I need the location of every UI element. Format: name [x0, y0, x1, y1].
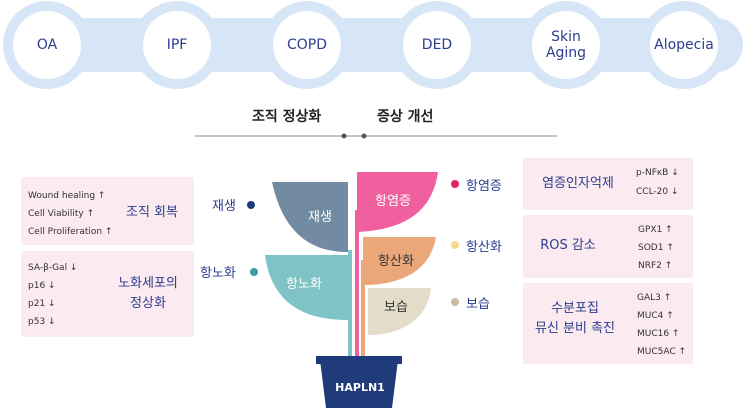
disease-label-oa: OA [36, 37, 58, 53]
inflammation-item-ccl-20: CCL-20 ↓ [636, 187, 679, 197]
leaf-anti-inflammation [357, 172, 438, 232]
ros-item-sod1: SOD1 ↑ [638, 243, 674, 253]
disease-label-ded: DED [421, 37, 453, 53]
senescence-item-p21: p21 ↓ [28, 299, 56, 309]
senescence-title: 노화세포의 정상화 [118, 276, 178, 311]
leaf-moisturizing [368, 288, 431, 335]
dot-antioxidation [451, 241, 459, 249]
leaf-antioxidation [363, 237, 436, 285]
tissue-item-wound-healing: Wound healing ↑ [28, 191, 106, 201]
moisture-box [523, 283, 693, 364]
pot [320, 360, 398, 408]
ros-item-nrf2: NRF2 ↑ [638, 261, 673, 271]
leaf-label-anti-inflammation: 항염증 [375, 194, 411, 209]
senescence-item-sa-b-gal: SA-β-Gal ↓ [28, 263, 78, 273]
side-label-anti-inflammation: 항염증 [466, 179, 502, 194]
side-label-antioxidation: 항산화 [466, 240, 502, 255]
inflammation-item-p-nfkb: p-NFκB ↓ [636, 168, 679, 178]
moisture-item-muc16: MUC16 ↑ [637, 329, 680, 339]
side-label-moisturizing: 보습 [466, 297, 490, 312]
dot-regeneration [247, 201, 255, 209]
side-label-anti-aging: 항노화 [200, 266, 236, 281]
pot-label: HAPLN1 [335, 381, 385, 394]
tissue-item-cell-proliferation: Cell Proliferation ↑ [28, 227, 113, 237]
moisture-item-muc5ac: MUC5AC ↑ [637, 347, 687, 357]
stem-anti-inflammation [355, 210, 359, 365]
chain-band [10, 18, 743, 72]
hapln1-tree [265, 172, 438, 408]
senescence-box [21, 251, 194, 337]
outcome-tissue-normalization: 조직 정상화 [252, 109, 322, 125]
dot-anti-aging [250, 268, 258, 276]
disease-label-alopecia: Alopecia [654, 37, 714, 53]
tissue-recovery-box [21, 177, 194, 245]
ros-title: ROS 감소 [540, 238, 596, 253]
inflammation-box [523, 158, 693, 210]
leaf-label-antioxidation: 항산화 [378, 254, 414, 269]
leaf-regeneration [272, 182, 348, 252]
outcome-symptom-improvement: 증상 개선 [377, 109, 434, 125]
leaf-label-anti-aging: 항노화 [286, 277, 322, 292]
senescence-item-p16: p16 ↓ [28, 281, 56, 291]
disease-label-ipf: IPF [166, 37, 188, 53]
moisture-title: 수분포집 뮤신 분비 촉진 [534, 301, 616, 336]
senescence-item-p53: p53 ↓ [28, 317, 56, 327]
leaf-anti-aging [265, 255, 348, 320]
stem-antioxidation [361, 260, 365, 365]
inflammation-title: 염증인자억제 [542, 176, 614, 191]
ros-item-gpx1: GPX1 ↑ [638, 225, 673, 235]
tissue-recovery-title: 조직 회복 [126, 205, 178, 220]
disease-label-skin-aging: Skin Aging [545, 29, 587, 61]
stem-anti-aging [348, 250, 352, 365]
dot-anti-inflammation [451, 180, 459, 188]
outcome-divider [195, 133, 557, 139]
dot-moisturizing [451, 298, 459, 306]
disease-label-copd: COPD [286, 37, 328, 53]
moisture-item-muc4: MUC4 ↑ [637, 311, 674, 321]
disease-chain [3, 1, 743, 89]
leaf-label-moisturizing: 보습 [384, 300, 408, 315]
tissue-item-cell-viability: Cell Viability ↑ [28, 209, 95, 219]
moisture-item-gal3: GAL3 ↑ [637, 293, 672, 303]
leaf-label-regeneration: 재생 [308, 210, 332, 225]
side-label-regeneration: 재생 [212, 199, 236, 214]
ros-box [523, 215, 693, 278]
